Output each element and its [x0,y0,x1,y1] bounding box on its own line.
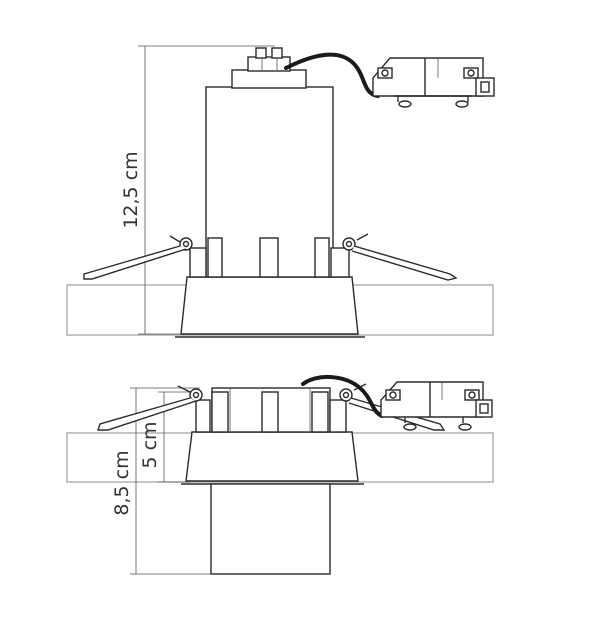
bezel-top [175,276,365,338]
cable-top [284,52,380,98]
dimension-label-bottom-recess: 5 cm [139,421,161,468]
terminal-block-bottom [380,381,493,431]
spring-clip-right-top [342,233,458,281]
cable-bottom [301,374,384,418]
terminal-block-top [372,57,495,108]
housing-bottom [210,483,331,575]
dimension-line-top [138,45,275,335]
top-figure: 12,5 cm [66,45,495,338]
tabs-top [189,237,350,278]
bottom-figure: 8,5 cm 5 cm [66,374,494,575]
bezel-bottom [181,431,364,485]
tabs-bottom [195,387,347,433]
dimension-label-bottom-height: 8,5 cm [111,450,133,515]
spring-clip-left-bottom [97,385,203,431]
dimension-label-top: 12,5 cm [120,151,142,228]
spring-clip-left-top [83,235,193,280]
